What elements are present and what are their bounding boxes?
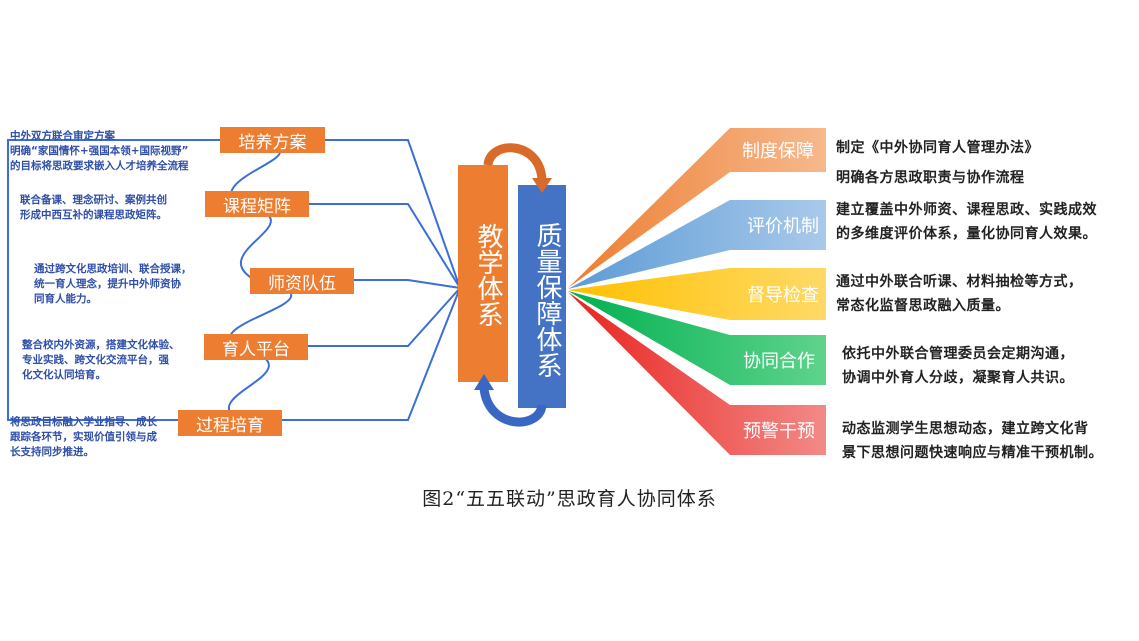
- right-desc-evaluation: 建立覆盖中外师资、课程思政、实践成效 的多维度评价体系，量化协同育人效果。: [836, 198, 1097, 246]
- left-desc-process: 将思政目标融入学业指导、成长 跟踪各环节，实现价值引领与成 长支持同步推进。: [10, 415, 157, 460]
- desc-line: 中外双方联合审定方案: [10, 130, 115, 142]
- left-box-training-plan: 培养方案: [220, 127, 325, 153]
- desc-line: 统一育人理念，提升中外师资协: [34, 278, 181, 290]
- left-label: 师资队伍: [268, 273, 336, 294]
- wedge-cooperation: [568, 291, 826, 385]
- left-box-faculty: 师资队伍: [250, 268, 354, 294]
- right-label-supervision: 督导检查: [747, 285, 819, 306]
- wedge-warning: [568, 292, 826, 455]
- desc-line: 协调中外育人分歧，凝聚育人共识。: [842, 370, 1074, 386]
- left-desc-faculty: 通过跨文化思政培训、联合授课， 统一育人理念，提升中外师资协 同育人能力。: [34, 262, 192, 307]
- quality-system-title: 质量保障体系: [532, 222, 562, 378]
- left-label: 课程矩阵: [223, 196, 291, 217]
- right-label-institution: 制度保障: [742, 141, 814, 162]
- desc-line: 长支持同步推进。: [10, 446, 94, 458]
- desc-line: 将思政目标融入学业指导、成长: [10, 416, 157, 428]
- left-label: 培养方案: [238, 132, 307, 153]
- right-desc-cooperation: 依托中外联合管理委员会定期沟通， 协调中外育人分歧，凝聚育人共识。: [842, 342, 1074, 390]
- figure-caption: 图2“五五联动”思政育人协同体系: [422, 488, 717, 510]
- left-desc-training-plan: 中外双方联合审定方案 明确“家国情怀+强国本领+国际视野” 的目标将思政要求嵌入…: [10, 129, 189, 174]
- left-box-process: 过程培育: [178, 410, 282, 436]
- right-label-warning: 预警干预: [743, 421, 815, 442]
- desc-line: 整合校内外资源，搭建文化体验、: [22, 339, 180, 351]
- desc-line: 形成中西互补的课程思政矩阵。: [20, 209, 167, 221]
- desc-line: 建立覆盖中外师资、课程思政、实践成效: [836, 202, 1097, 218]
- desc-line: 专业实践、跨文化交流平台，强: [22, 354, 169, 366]
- right-label-cooperation: 协同合作: [743, 351, 815, 372]
- desc-line: 依托中外联合管理委员会定期沟通，: [842, 346, 1074, 362]
- quality-system-block: [518, 185, 566, 408]
- left-label: 育人平台: [222, 339, 290, 360]
- desc-line: 明确“家国情怀+强国本领+国际视野”: [10, 145, 189, 157]
- right-desc-supervision: 通过中外联合听课、材料抽检等方式， 常态化监督思政融入质量。: [836, 270, 1083, 318]
- desc-line: 化文化认同培育。: [22, 369, 106, 381]
- left-label: 过程培育: [196, 415, 264, 436]
- left-desc-platform: 整合校内外资源，搭建文化体验、 专业实践、跨文化交流平台，强 化文化认同培育。: [22, 338, 180, 383]
- cycle-arrow-bottom: [479, 387, 547, 427]
- left-box-course-matrix: 课程矩阵: [205, 191, 309, 217]
- desc-line: 的目标将思政要求嵌入人才培养全流程: [10, 160, 189, 172]
- teaching-system-block: [458, 165, 508, 382]
- wedge-supervision: [568, 268, 826, 320]
- desc-line: 通过中外联合听课、材料抽检等方式，: [836, 274, 1083, 290]
- desc-line: 的多维度评价体系，量化协同育人效果。: [836, 226, 1097, 242]
- right-label-evaluation: 评价机制: [747, 216, 819, 237]
- desc-line: 动态监测学生思想动态，建立跨文化背: [842, 421, 1089, 437]
- wedge-evaluation: [568, 200, 826, 289]
- desc-line: 同育人能力。: [34, 293, 97, 305]
- cycle-arrowhead-top: [532, 178, 552, 193]
- desc-line: 制定《中外协同育人管理办法》: [836, 140, 1039, 156]
- cycle-arrowhead-bottom: [474, 374, 494, 390]
- right-desc-institution: 制定《中外协同育人管理办法》 明确各方思政职责与协作流程: [836, 136, 1039, 190]
- desc-line: 通过跨文化思政培训、联合授课，: [34, 263, 192, 275]
- desc-line: 景下思想问题快速响应与精准干预机制。: [842, 445, 1103, 461]
- cycle-arrow-top: [483, 143, 547, 181]
- desc-line: 跟踪各环节，实现价值引领与成: [10, 431, 157, 443]
- wedge-institution: [568, 128, 826, 288]
- desc-line: 常态化监督思政融入质量。: [836, 298, 1010, 314]
- right-desc-warning: 动态监测学生思想动态，建立跨文化背 景下思想问题快速响应与精准干预机制。: [842, 417, 1103, 465]
- left-desc-course-matrix: 联合备课、理念研讨、案例共创 形成中西互补的课程思政矩阵。: [20, 193, 167, 223]
- teaching-system-title: 教学体系: [473, 223, 503, 327]
- left-box-platform: 育人平台: [204, 334, 308, 360]
- desc-line: 明确各方思政职责与协作流程: [836, 170, 1025, 186]
- desc-line: 联合备课、理念研讨、案例共创: [20, 194, 167, 206]
